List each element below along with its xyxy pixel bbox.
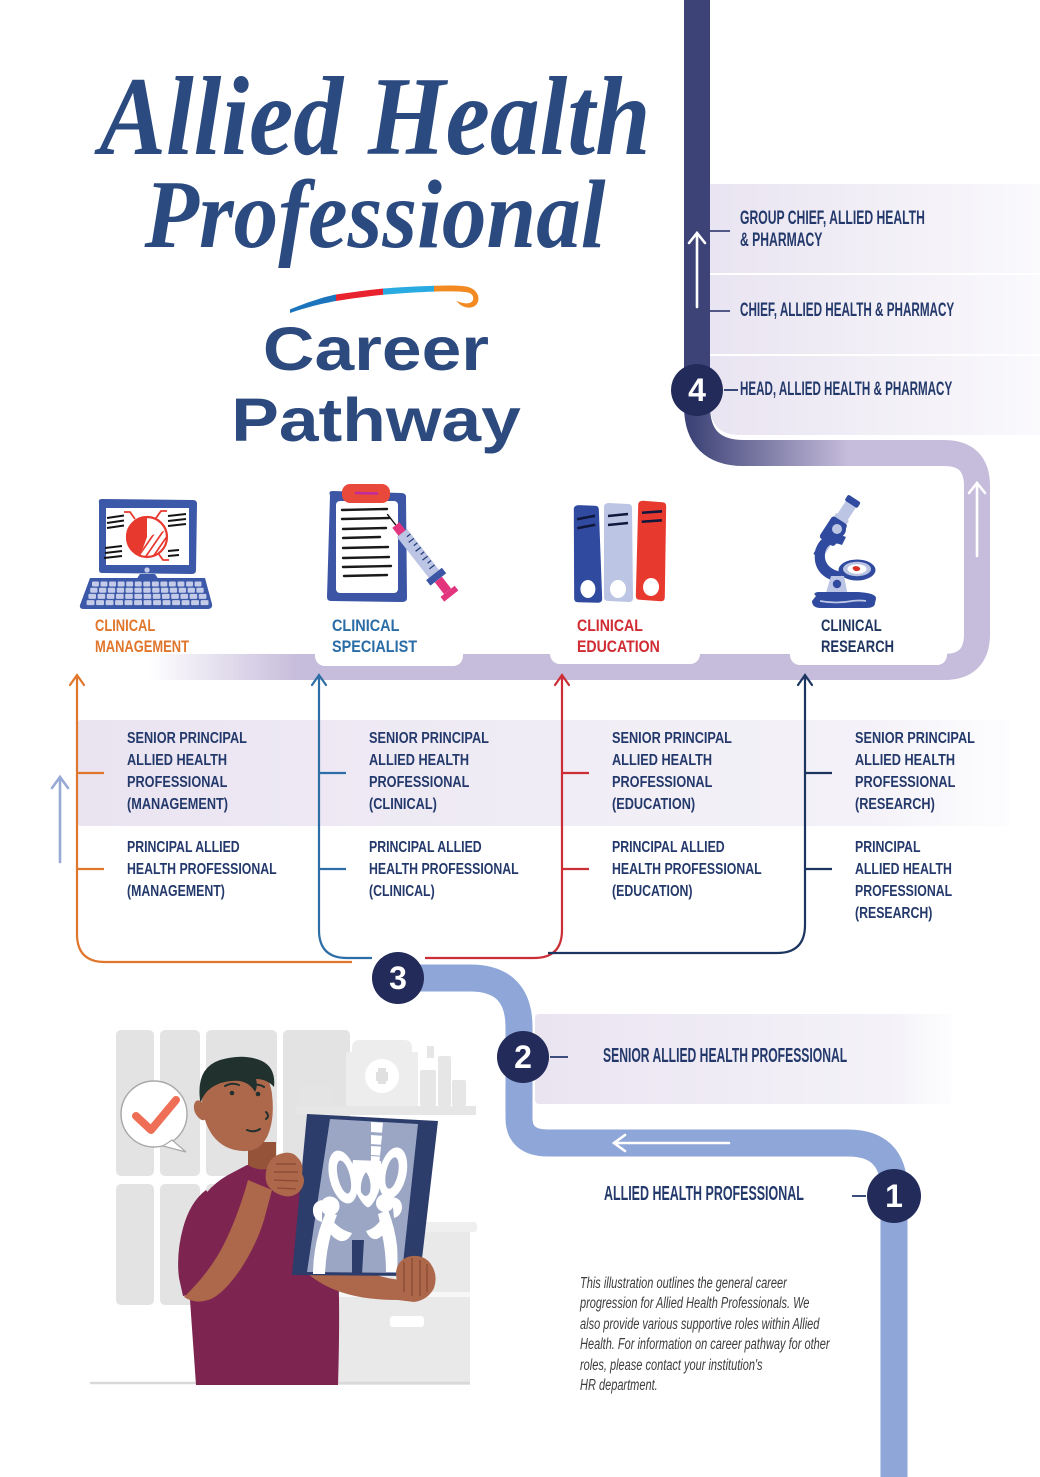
svg-text:2: 2 — [514, 1039, 532, 1075]
svg-text:1: 1 — [885, 1178, 903, 1214]
svg-text:4: 4 — [688, 372, 706, 408]
svg-text:3: 3 — [389, 960, 407, 996]
